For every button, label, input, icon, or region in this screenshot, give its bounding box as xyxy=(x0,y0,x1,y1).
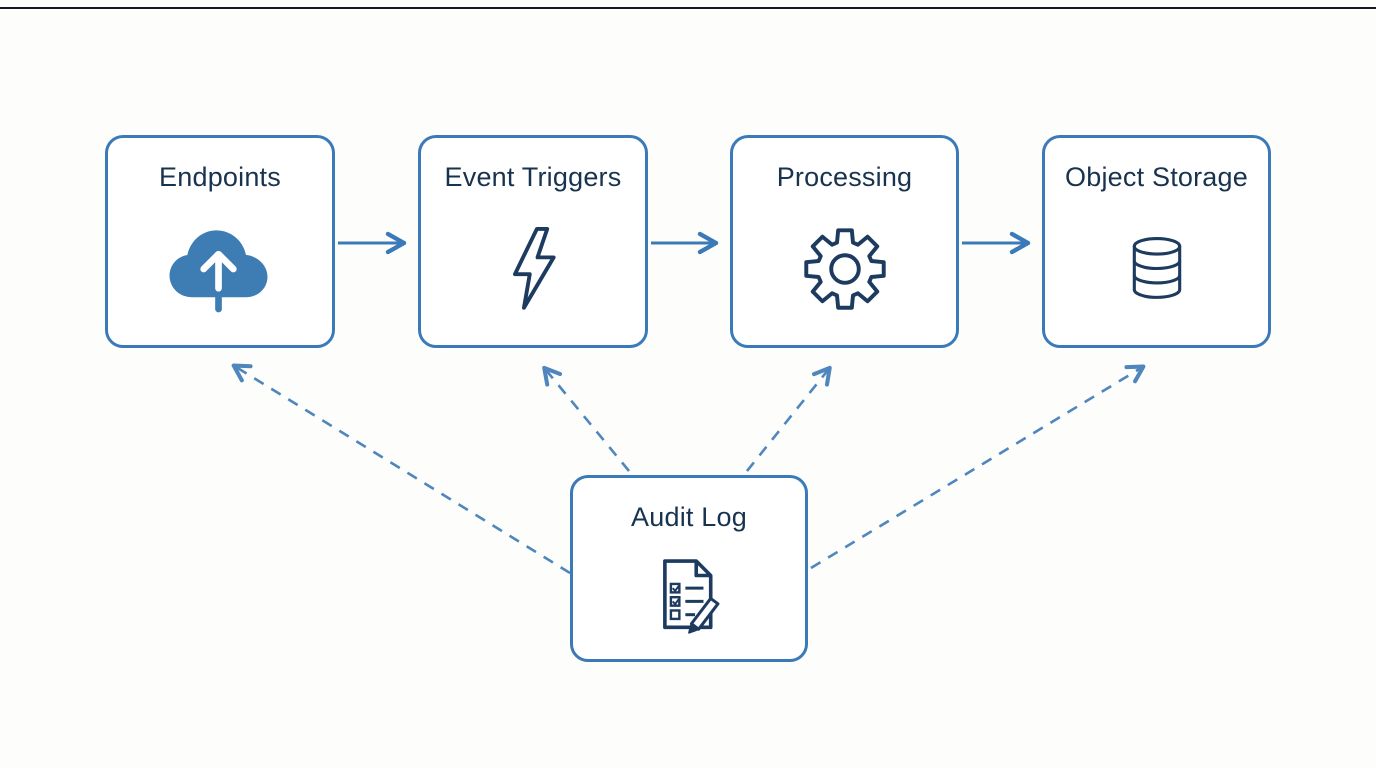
node-endpoints-label: Endpoints xyxy=(159,162,281,192)
node-audit-log-label: Audit Log xyxy=(631,502,747,532)
node-processing-label: Processing xyxy=(776,162,913,192)
node-processing: Processing xyxy=(730,135,959,348)
node-endpoints: Endpoints xyxy=(105,135,335,348)
arrow-audit-log-to-processing xyxy=(745,365,832,472)
node-object-storage: Object Storage xyxy=(1042,135,1271,348)
node-event-triggers-label: Event Triggers xyxy=(444,162,622,192)
gear-icon xyxy=(733,193,956,345)
node-event-triggers: Event Triggers xyxy=(418,135,648,348)
node-object-storage-label: Object Storage xyxy=(1065,162,1248,192)
checklist-pencil-icon-svg xyxy=(663,559,720,634)
top-border-line xyxy=(0,7,1376,9)
lightning-bolt-icon-svg xyxy=(512,227,556,310)
database-icon-svg xyxy=(1132,237,1181,299)
lightning-bolt-icon xyxy=(421,193,645,345)
cloud-upload-icon xyxy=(108,193,332,345)
node-audit-log: Audit Log xyxy=(570,475,808,662)
arrow-audit-log-to-object-storage xyxy=(810,364,1146,570)
arrow-audit-log-to-endpoints xyxy=(231,363,571,575)
cloud-upload-icon-svg xyxy=(169,230,268,313)
checklist-pencil-icon xyxy=(573,533,805,659)
gear-icon-svg xyxy=(803,228,886,310)
database-icon xyxy=(1045,193,1268,345)
arrow-audit-log-to-event-triggers xyxy=(542,365,631,472)
